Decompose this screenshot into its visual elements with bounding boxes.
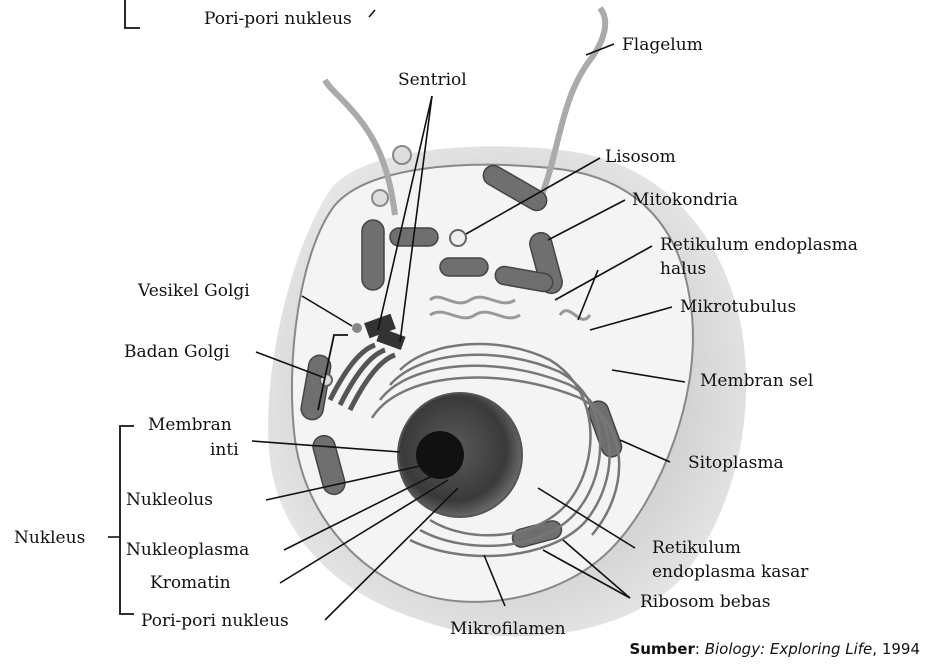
label-badan-golgi: Badan Golgi: [124, 342, 230, 362]
label-nukleolus: Nukleolus: [126, 490, 213, 510]
label-mikrotubulus: Mikrotubulus: [680, 297, 796, 317]
label-ret-kasar-2: endoplasma kasar: [652, 562, 809, 582]
golgi-vesicle: [352, 323, 362, 333]
label-membran-inti-1: Membran: [148, 415, 232, 435]
source-caption: Sumber: Biology: Exploring Life, 1994: [629, 640, 920, 658]
label-pori-bottom: Pori-pori nukleus: [141, 611, 289, 631]
label-ret-kasar-1: Retikulum: [652, 538, 741, 558]
label-lisosom: Lisosom: [605, 147, 676, 167]
label-membran-sel: Membran sel: [700, 371, 813, 391]
nucleus-bracket-top: [125, 0, 140, 28]
source-title: Biology: Exploring Life: [705, 640, 873, 658]
label-sitoplasma: Sitoplasma: [688, 453, 784, 473]
basal-body-icon: [393, 146, 411, 164]
label-membran-inti-2: inti: [210, 440, 239, 460]
label-sentriol: Sentriol: [398, 70, 467, 90]
source-year: , 1994: [872, 640, 920, 658]
lysosome: [450, 230, 466, 246]
label-nukleoplasma: Nukleoplasma: [126, 540, 249, 560]
source-separator: :: [695, 640, 705, 658]
label-ribosom: Ribosom bebas: [640, 592, 771, 612]
label-nukleus: Nukleus: [14, 528, 85, 548]
nucleolus: [416, 431, 464, 479]
label-mitokondria: Mitokondria: [632, 190, 738, 210]
leader-pori-top: [369, 10, 375, 17]
label-kromatin: Kromatin: [150, 573, 231, 593]
source-prefix: Sumber: [629, 640, 694, 658]
label-mikrofilamen: Mikrofilamen: [450, 619, 566, 639]
label-pori-top: Pori-pori nukleus: [204, 9, 352, 29]
label-ret-halus-1: Retikulum endoplasma: [660, 235, 858, 255]
basal-body-icon: [372, 190, 388, 206]
label-vesikel-golgi: Vesikel Golgi: [137, 281, 250, 301]
nucleus-bracket-left: [120, 426, 134, 614]
label-flagelum: Flagelum: [622, 35, 703, 55]
label-ret-halus-2: halus: [660, 259, 706, 279]
